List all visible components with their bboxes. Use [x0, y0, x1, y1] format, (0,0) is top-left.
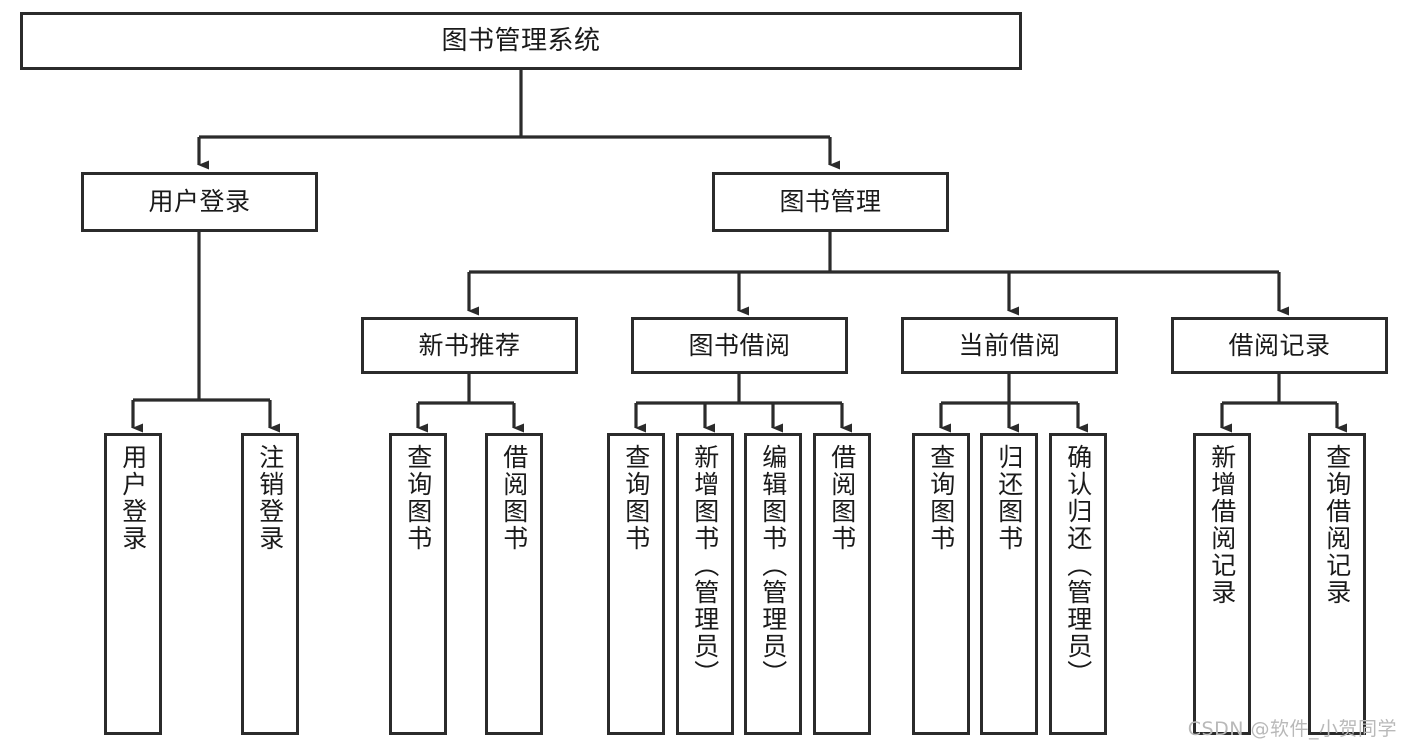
- node-label: 查询图书: [621, 444, 651, 552]
- csdn-watermark: CSDN @软件_小贺同学: [1187, 718, 1397, 740]
- node-label: 用户登录: [148, 187, 251, 217]
- node-label: 新增图书（管理员）: [690, 444, 720, 687]
- node-label: 新增借阅记录: [1207, 444, 1237, 606]
- node-label: 新书推荐: [418, 330, 521, 360]
- node-label: 归还图书: [994, 444, 1024, 552]
- node-label: 图书管理: [779, 187, 882, 217]
- node-label: 注销登录: [255, 444, 285, 552]
- node-root-book-management-system[interactable]: 图书管理系统: [20, 12, 1022, 70]
- node-book-management[interactable]: 图书管理: [712, 172, 949, 232]
- leaf-current-borrow-confirm-return-admin[interactable]: 确认归还（管理员）: [1049, 433, 1107, 735]
- leaf-records-query[interactable]: 查询借阅记录: [1308, 433, 1366, 735]
- leaf-current-borrow-return[interactable]: 归还图书: [980, 433, 1038, 735]
- node-current-borrowing[interactable]: 当前借阅: [901, 317, 1118, 374]
- node-label: 借阅图书: [499, 444, 529, 552]
- node-label: 查询借阅记录: [1322, 444, 1352, 606]
- leaf-book-borrow-query[interactable]: 查询图书: [607, 433, 665, 735]
- leaf-book-borrow-add-admin[interactable]: 新增图书（管理员）: [676, 433, 734, 735]
- leaf-book-borrow-borrow[interactable]: 借阅图书: [813, 433, 871, 735]
- node-label: 图书管理系统: [441, 25, 601, 56]
- node-label: 编辑图书（管理员）: [758, 444, 788, 687]
- node-label: 图书借阅: [688, 330, 791, 360]
- leaf-user-login-signin[interactable]: 用户登录: [104, 433, 162, 735]
- node-label: 用户登录: [118, 444, 148, 552]
- node-label: 查询图书: [926, 444, 956, 552]
- node-label: 确认归还（管理员）: [1063, 444, 1093, 687]
- node-label: 当前借阅: [958, 330, 1061, 360]
- leaf-book-borrow-edit-admin[interactable]: 编辑图书（管理员）: [744, 433, 802, 735]
- leaf-new-book-borrow[interactable]: 借阅图书: [485, 433, 543, 735]
- leaf-user-login-signout[interactable]: 注销登录: [241, 433, 299, 735]
- node-user-login[interactable]: 用户登录: [81, 172, 318, 232]
- leaf-records-add[interactable]: 新增借阅记录: [1193, 433, 1251, 735]
- node-new-book-recommendation[interactable]: 新书推荐: [361, 317, 578, 374]
- leaf-new-book-query[interactable]: 查询图书: [389, 433, 447, 735]
- node-book-borrowing[interactable]: 图书借阅: [631, 317, 848, 374]
- node-borrowing-records[interactable]: 借阅记录: [1171, 317, 1388, 374]
- node-label: 借阅图书: [827, 444, 857, 552]
- node-label: 借阅记录: [1228, 330, 1331, 360]
- node-label: 查询图书: [403, 444, 433, 552]
- leaf-current-borrow-query[interactable]: 查询图书: [912, 433, 970, 735]
